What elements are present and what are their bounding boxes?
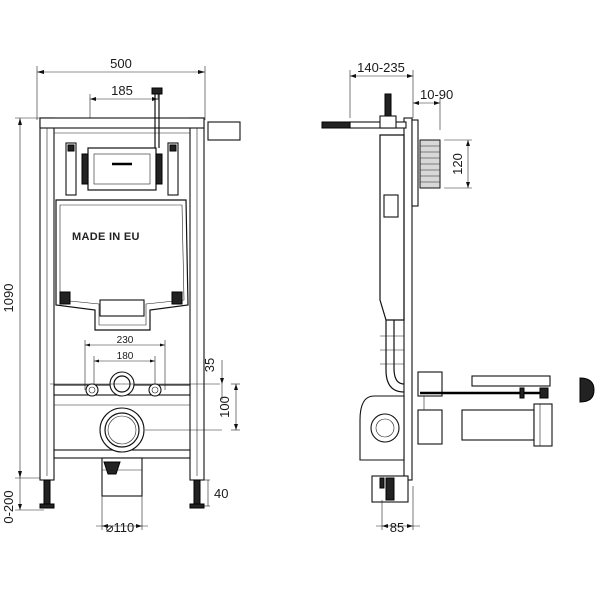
dimension-foot-adjust-label: 0-200 bbox=[1, 490, 16, 523]
dimension-base-depth: 85 bbox=[376, 486, 420, 535]
dimension-pipe-spacing: 230 180 bbox=[84, 335, 166, 390]
dimension-pipe-outer-label: 230 bbox=[117, 335, 134, 346]
dimension-pipe-drain-label: 100 bbox=[217, 396, 232, 418]
dimension-pipe-inner-label: 180 bbox=[117, 351, 134, 362]
cistern: MADE IN EU bbox=[55, 199, 189, 331]
dimension-height: 1090 bbox=[1, 117, 45, 479]
dimension-pipe-offset-label: 35 bbox=[202, 358, 217, 372]
dimension-foot-label: 40 bbox=[214, 486, 228, 501]
drain-pipe bbox=[99, 407, 222, 497]
frame-feet bbox=[39, 479, 205, 509]
dimension-wall-range-label: 10-90 bbox=[420, 87, 453, 102]
dimension-depth-range: 140-235 bbox=[349, 60, 414, 118]
flush-actuator bbox=[65, 142, 179, 196]
dimension-height-label: 1090 bbox=[1, 284, 16, 313]
dimension-button-height: 120 bbox=[444, 139, 472, 189]
dimension-wall-range: 10-90 bbox=[413, 87, 453, 130]
connection-set bbox=[420, 375, 595, 447]
dimension-button-height-label: 120 bbox=[450, 153, 465, 175]
side-drain bbox=[359, 371, 443, 503]
cistern-label: MADE IN EU bbox=[72, 231, 140, 243]
dimension-foot-adjust: 0-200 bbox=[1, 478, 44, 524]
dimension-flush-plate-label: 185 bbox=[111, 83, 133, 98]
dimension-width: 500 bbox=[36, 56, 206, 120]
outlet-connections bbox=[50, 371, 220, 397]
dimension-drain-label: ⌀110 bbox=[106, 520, 135, 535]
side-bracket bbox=[207, 121, 241, 141]
front-view: 500 185 1090 bbox=[1, 56, 241, 535]
side-frame bbox=[321, 93, 441, 481]
water-inlet bbox=[151, 87, 163, 148]
dimension-drain: ⌀110 bbox=[96, 496, 148, 535]
dimension-width-label: 500 bbox=[110, 56, 132, 71]
dimension-foot: 40 bbox=[204, 479, 228, 507]
dimension-depth-range-label: 140-235 bbox=[357, 60, 405, 75]
side-view: 140-235 10-90 120 bbox=[321, 60, 595, 535]
dimension-base-depth-label: 85 bbox=[390, 520, 404, 535]
dimension-offsets: 35 100 bbox=[202, 358, 240, 431]
